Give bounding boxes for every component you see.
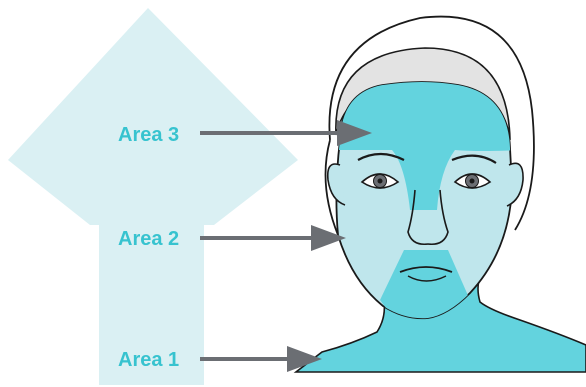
left-pupil xyxy=(378,179,383,184)
area-3-label: Area 3 xyxy=(118,125,179,145)
area-2-label: Area 2 xyxy=(118,229,179,249)
right-pupil xyxy=(470,179,475,184)
right-ear xyxy=(507,163,523,206)
area-1-label: Area 1 xyxy=(118,350,179,370)
up-arrow-icon xyxy=(8,8,298,385)
